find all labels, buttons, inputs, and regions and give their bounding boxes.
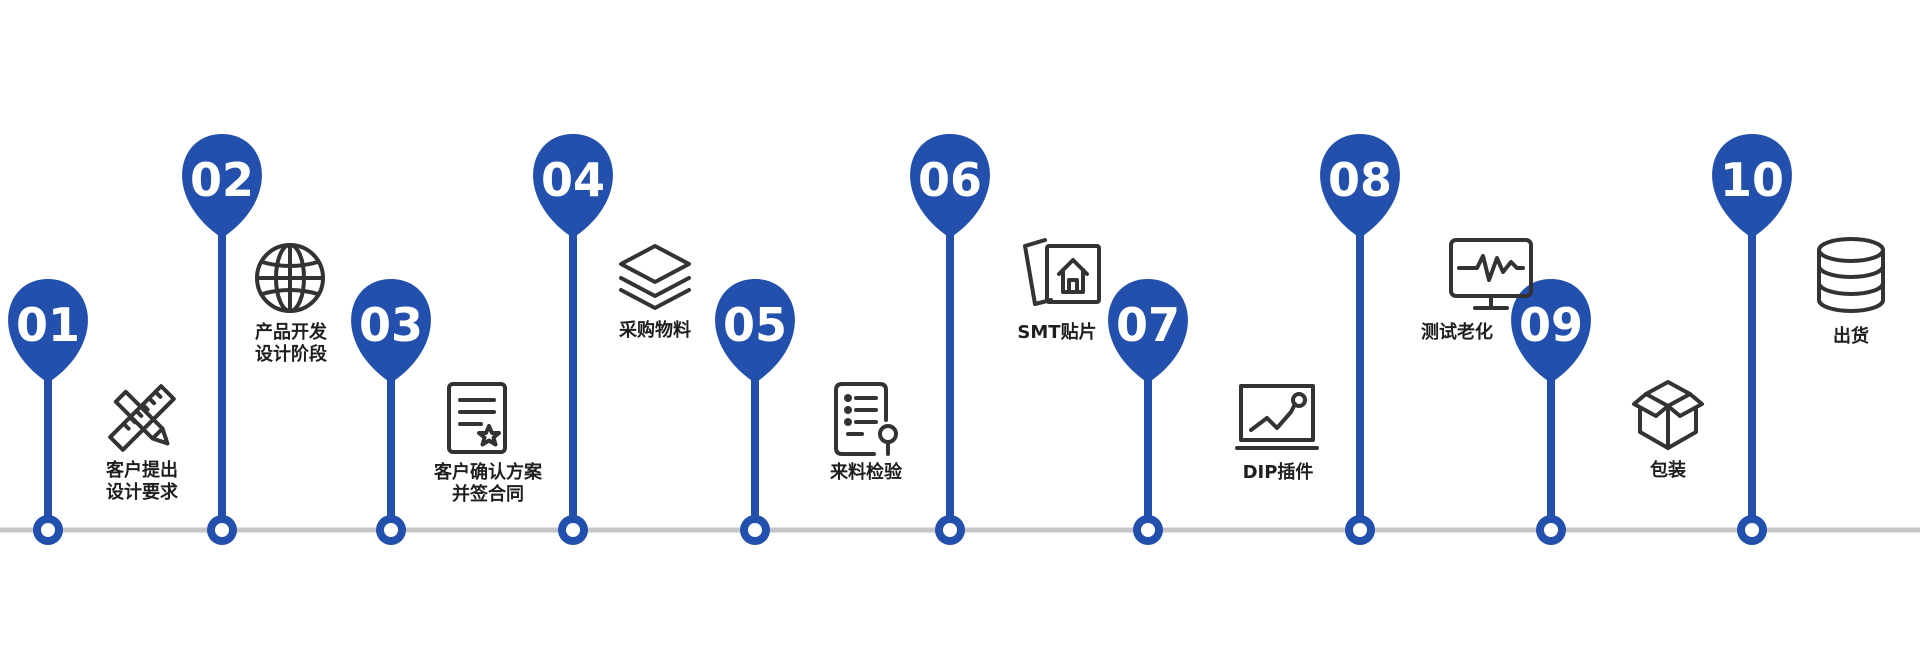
step-label-line: 产品开发 bbox=[255, 322, 327, 343]
step-label-1: 客户提出设计要求 bbox=[106, 460, 178, 504]
ruler-pencil-icon bbox=[108, 384, 176, 452]
monitor-pulse-icon bbox=[1449, 238, 1533, 310]
step-label-6: SMT贴片 bbox=[1017, 322, 1096, 344]
pin-head bbox=[8, 279, 88, 383]
step-label-line: 设计阶段 bbox=[255, 344, 327, 365]
layers-icon bbox=[619, 244, 691, 310]
step-label-line: 客户确认方案 bbox=[434, 462, 542, 483]
step-pin-7: 07 bbox=[1108, 279, 1188, 545]
step-pin-8: 08 bbox=[1320, 134, 1400, 545]
step-number: 05 bbox=[723, 298, 787, 352]
pin-head bbox=[1320, 134, 1400, 238]
baseline-node-core bbox=[566, 523, 580, 537]
baseline-node-core bbox=[1353, 523, 1367, 537]
baseline-node-core bbox=[748, 523, 762, 537]
step-pin-2: 02 bbox=[182, 134, 262, 545]
pin-head bbox=[1511, 279, 1591, 383]
step-number: 06 bbox=[918, 153, 982, 207]
package-box-icon bbox=[1632, 380, 1704, 450]
baseline-node-core bbox=[215, 523, 229, 537]
step-label-8: 测试老化 bbox=[1421, 322, 1493, 344]
step-label-line: 设计要求 bbox=[106, 482, 178, 503]
step-label-line: 包装 bbox=[1650, 460, 1686, 481]
step-number: 03 bbox=[359, 298, 423, 352]
step-number: 07 bbox=[1116, 298, 1180, 352]
step-label-line: 采购物料 bbox=[619, 320, 691, 341]
contract-document-icon bbox=[447, 382, 507, 454]
globe-icon bbox=[255, 243, 325, 313]
database-icon bbox=[1817, 237, 1885, 313]
baseline-node-core bbox=[41, 523, 55, 537]
step-number: 09 bbox=[1519, 298, 1583, 352]
step-pin-3: 03 bbox=[351, 279, 431, 545]
pin-head bbox=[182, 134, 262, 238]
step-label-4: 采购物料 bbox=[619, 320, 691, 342]
step-label-2: 产品开发设计阶段 bbox=[255, 322, 327, 366]
step-label-10: 出货 bbox=[1833, 326, 1869, 348]
step-pin-1: 01 bbox=[8, 279, 88, 545]
step-label-line: DIP插件 bbox=[1242, 462, 1314, 483]
checklist-icon bbox=[834, 382, 898, 456]
step-number: 10 bbox=[1720, 153, 1784, 207]
step-label-9: 包装 bbox=[1650, 460, 1686, 482]
step-pin-5: 05 bbox=[715, 279, 795, 545]
step-pin-10: 10 bbox=[1712, 134, 1792, 545]
step-label-line: 测试老化 bbox=[1421, 322, 1493, 343]
step-label-line: 客户提出 bbox=[106, 460, 178, 481]
step-pin-9: 09 bbox=[1511, 279, 1591, 545]
baseline-node-core bbox=[384, 523, 398, 537]
step-pin-6: 06 bbox=[910, 134, 990, 545]
step-number: 08 bbox=[1328, 153, 1392, 207]
baseline-node-core bbox=[1745, 523, 1759, 537]
step-label-3: 客户确认方案并签合同 bbox=[434, 462, 542, 506]
step-number: 02 bbox=[190, 153, 254, 207]
baseline-node-core bbox=[1141, 523, 1155, 537]
step-label-7: DIP插件 bbox=[1243, 462, 1314, 484]
step-label-line: SMT贴片 bbox=[1017, 322, 1097, 343]
pin-head bbox=[1712, 134, 1792, 238]
pin-head bbox=[533, 134, 613, 238]
step-pin-4: 04 bbox=[533, 134, 613, 545]
pin-head bbox=[715, 279, 795, 383]
step-label-5: 来料检验 bbox=[830, 462, 902, 484]
step-number: 04 bbox=[541, 153, 605, 207]
baseline-node-core bbox=[943, 523, 957, 537]
step-label-line: 并签合同 bbox=[452, 484, 524, 505]
step-number: 01 bbox=[16, 298, 80, 352]
step-label-line: 来料检验 bbox=[830, 462, 902, 483]
baseline-node-core bbox=[1544, 523, 1558, 537]
step-label-line: 出货 bbox=[1833, 326, 1869, 347]
chart-board-icon bbox=[1235, 384, 1319, 450]
pin-head bbox=[351, 279, 431, 383]
pictures-home-icon bbox=[1023, 238, 1101, 306]
pin-head bbox=[910, 134, 990, 238]
pin-head bbox=[1108, 279, 1188, 383]
